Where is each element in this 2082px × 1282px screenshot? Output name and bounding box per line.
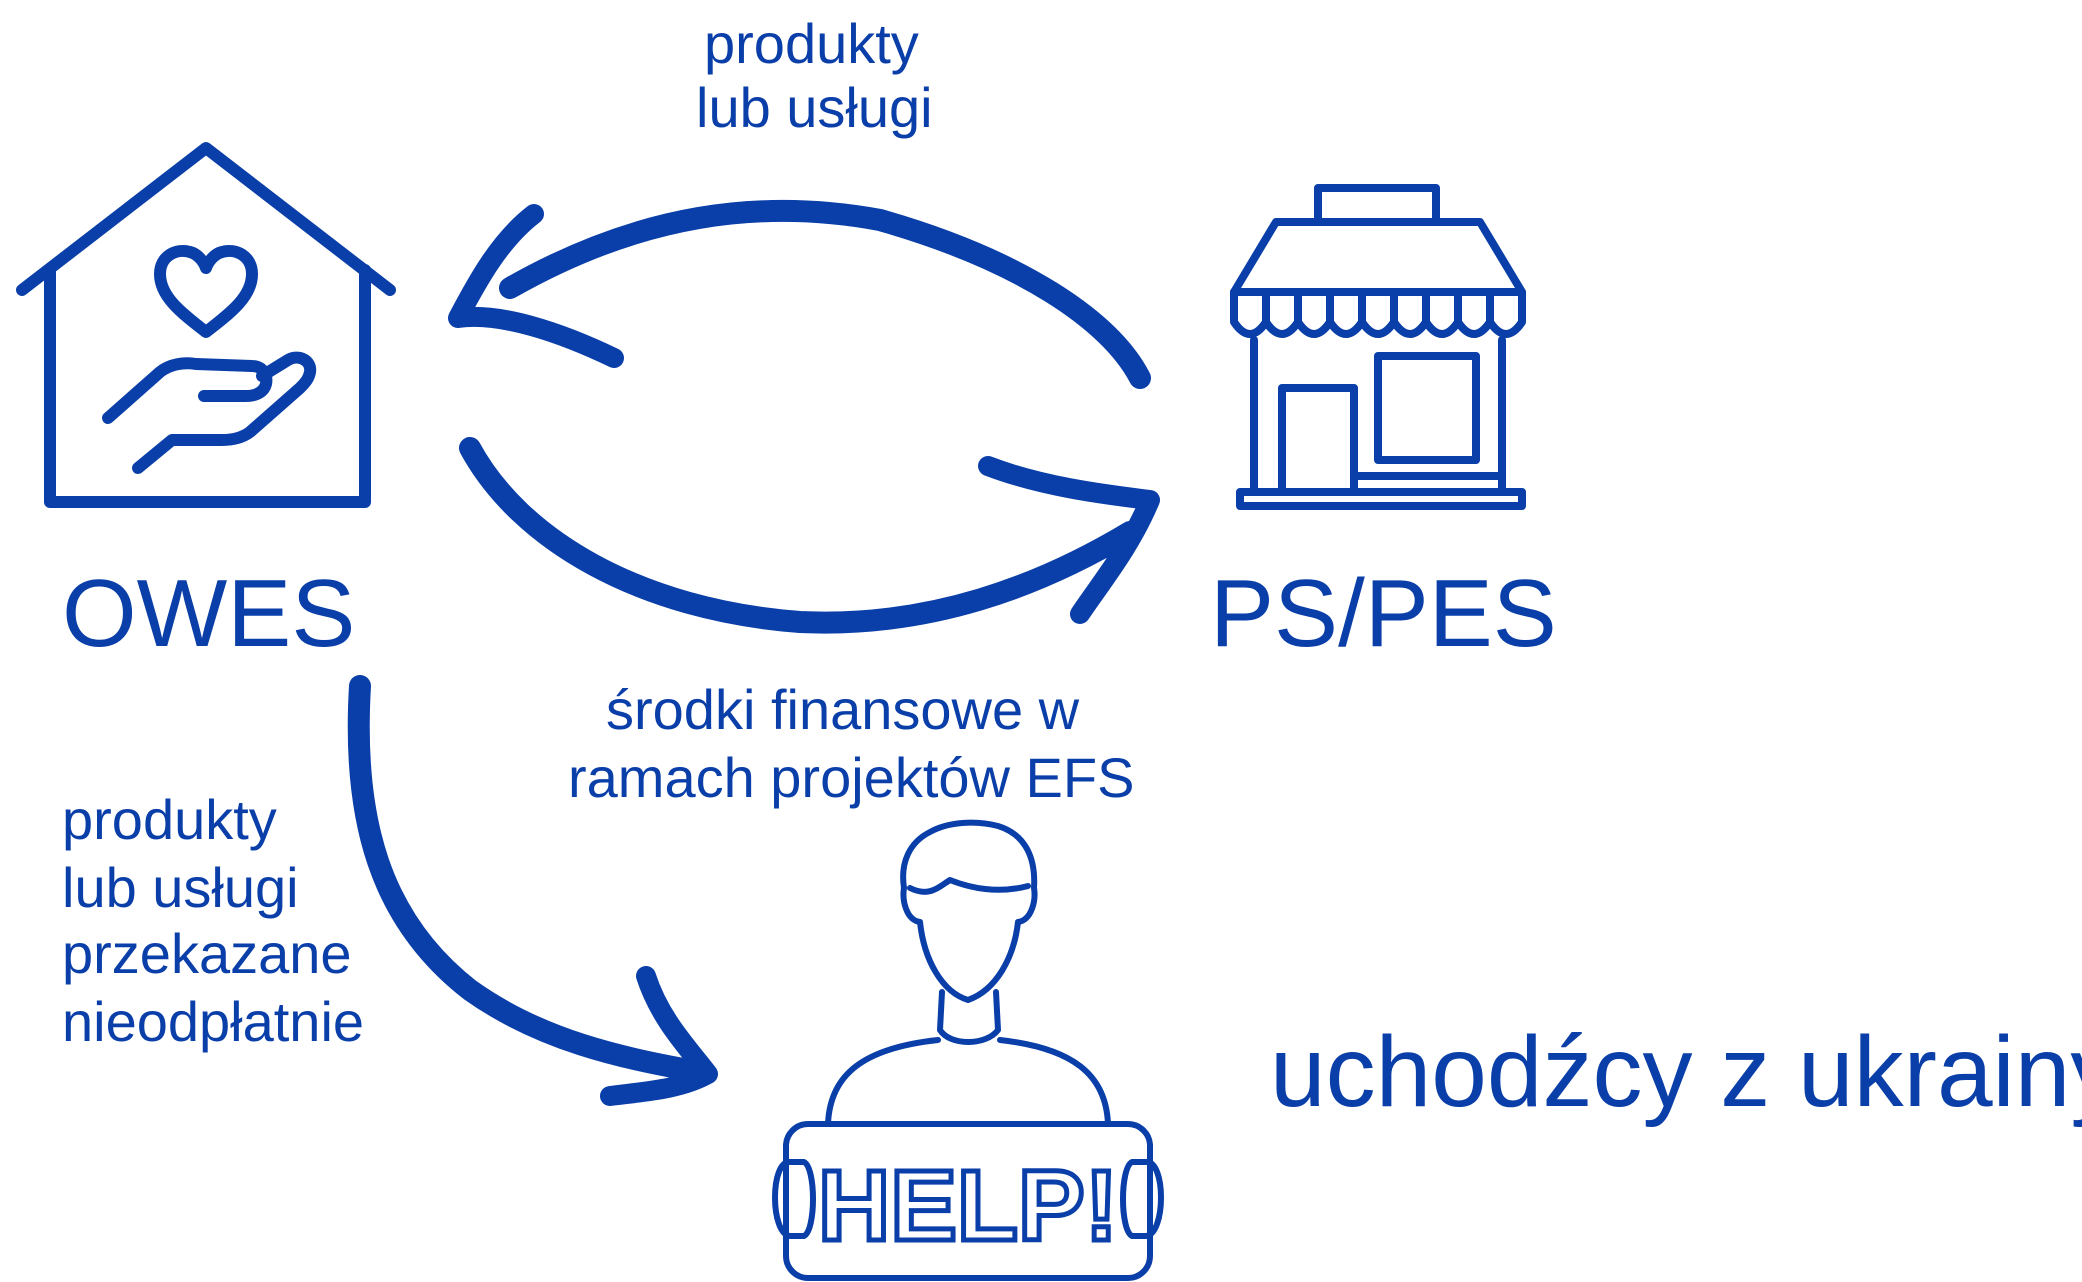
edge-label-owes-to-refugees-line2: lub usługi xyxy=(62,856,299,919)
node-label-refugees: uchodźcy z ukrainy xyxy=(1270,1016,2082,1128)
edge-label-ps-to-owes-line1: produkty xyxy=(704,12,919,75)
node-label-ps-pes: PS/PES xyxy=(1210,560,1557,667)
arrow-owes-to-refugees xyxy=(347,675,718,1106)
house-heart-hand-icon xyxy=(16,142,396,508)
edge-label-ps-to-owes-line2: lub usługi xyxy=(696,76,933,139)
edge-label-owes-to-refugees-line3: przekazane xyxy=(62,922,352,985)
edge-label-owes-to-refugees-line1: produkty xyxy=(62,788,277,851)
arrow-ps-to-owes xyxy=(448,199,1151,389)
person-help-sign-icon xyxy=(772,819,1164,1281)
arrow-owes-to-ps xyxy=(459,437,1160,634)
node-label-owes: OWES xyxy=(62,560,356,667)
edge-label-owes-to-ps-line1: środki finansowe w xyxy=(606,678,1080,741)
help-sign-text: HELP! xyxy=(818,1150,1118,1262)
edge-label-owes-to-ps-line2: ramach projektów EFS xyxy=(568,746,1135,809)
edge-label-owes-to-refugees-line4: nieodpłatnie xyxy=(62,990,365,1053)
shop-icon xyxy=(1230,184,1526,510)
